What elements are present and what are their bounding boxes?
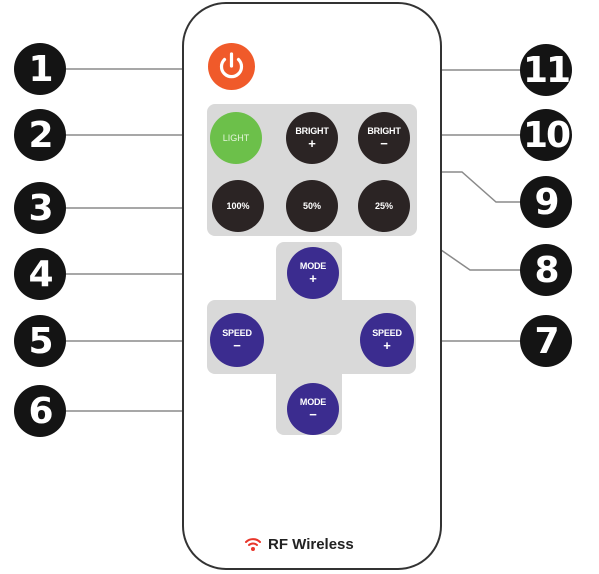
bright-plus-label: BRIGHT	[295, 125, 329, 136]
mode-plus-label: MODE	[299, 260, 327, 271]
bright-minus-label: BRIGHT	[367, 125, 401, 136]
speed-minus-label: SPEED	[222, 327, 252, 338]
callout-4: 4	[14, 248, 66, 300]
callout-5: 5	[14, 315, 66, 367]
bright-minus-sign: −	[380, 135, 388, 151]
speed-plus-button[interactable]: SPEED +	[360, 313, 414, 367]
brightness-100-label: 100%	[226, 200, 250, 211]
brightness-25-label: 25%	[374, 200, 393, 211]
brightness-50-label: 50%	[302, 200, 321, 211]
mode-plus-sign: +	[309, 270, 317, 286]
bright-plus-button[interactable]: BRIGHT +	[286, 112, 338, 164]
brightness-25-button[interactable]: 25%	[358, 180, 410, 232]
callout-1: 1	[14, 43, 66, 95]
callout-3: 3	[14, 182, 66, 234]
wifi-icon	[245, 538, 261, 551]
callout-6: 6	[14, 385, 66, 437]
speed-minus-sign: −	[233, 337, 241, 353]
mode-minus-button[interactable]: MODE −	[287, 383, 339, 435]
callout-8: 8	[520, 244, 572, 296]
mode-plus-button[interactable]: MODE +	[287, 247, 339, 299]
bright-plus-sign: +	[308, 135, 316, 151]
callout-7: 7	[520, 315, 572, 367]
light-button[interactable]: LIGHT	[210, 112, 262, 164]
power-button[interactable]	[208, 43, 255, 90]
brand-label: RF Wireless	[268, 535, 354, 553]
speed-minus-button[interactable]: SPEED −	[210, 313, 264, 367]
brand-footer: RF Wireless	[244, 533, 384, 555]
callout-10: 10	[520, 109, 572, 161]
power-icon	[219, 52, 244, 79]
mode-minus-label: MODE	[299, 396, 327, 407]
light-button-label: LIGHT	[222, 132, 250, 143]
speed-plus-sign: +	[383, 337, 391, 353]
bright-minus-button[interactable]: BRIGHT −	[358, 112, 410, 164]
callout-9: 9	[520, 176, 572, 228]
speed-plus-label: SPEED	[372, 327, 402, 338]
brightness-50-button[interactable]: 50%	[286, 180, 338, 232]
brightness-100-button[interactable]: 100%	[212, 180, 264, 232]
mode-minus-sign: −	[309, 406, 317, 422]
callout-11: 11	[520, 44, 572, 96]
callout-2: 2	[14, 109, 66, 161]
